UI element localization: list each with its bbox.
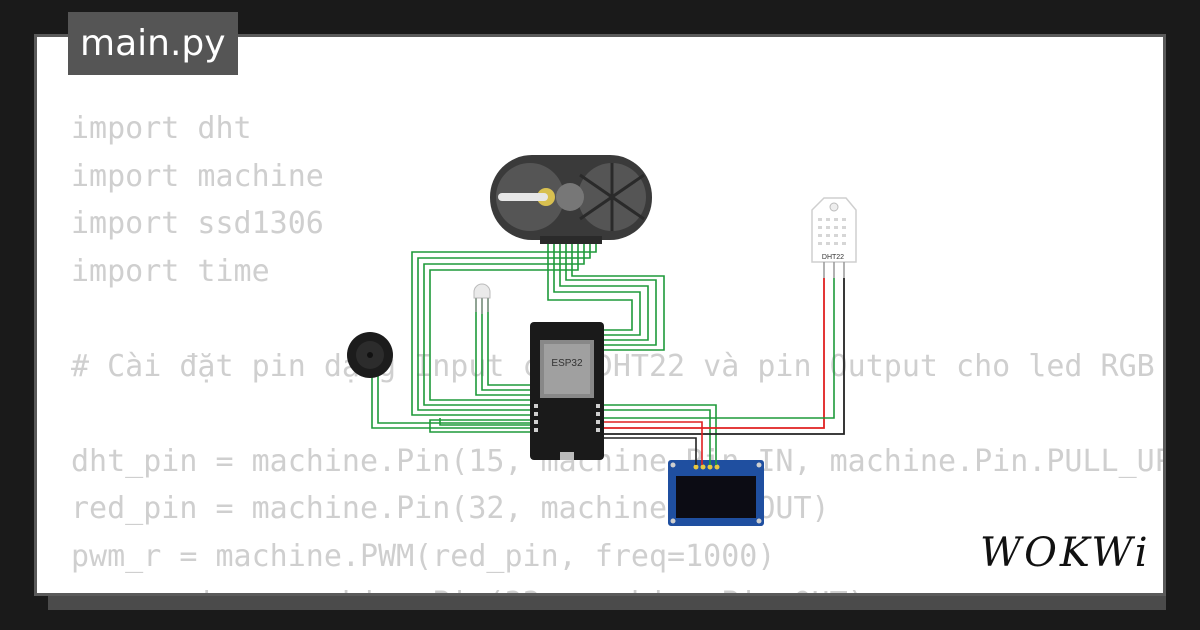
code-line: import dht [71,111,252,146]
servo-motor[interactable] [490,155,652,244]
code-line: import machine [71,158,324,194]
wires-green [371,240,717,445]
code-line: import ssd1306 [71,206,324,241]
wire-oled-black [604,437,697,445]
code-line: green_pin = machine.Pin(33, machine.Pin.… [71,586,866,593]
code-line: pwm_r = machine.PWM(red_pin, freq=1000) [71,538,776,574]
mcu-label: ESP32 [551,358,583,369]
wire-black [604,278,845,435]
esp32-board[interactable]: ESP32 [530,322,604,460]
wokwi-logo: WOKWi [980,530,1151,576]
wire-oled-red [604,421,703,445]
wire-red [604,278,825,429]
bottom-strip [48,596,1166,610]
rgb-led[interactable] [473,283,491,314]
dht22-sensor[interactable]: DHT22 [811,197,857,278]
wire-dht-data [604,278,835,419]
file-tab[interactable]: main.py [68,12,238,75]
sensor-label: DHT22 [822,254,844,261]
buzzer[interactable] [347,332,393,378]
code-preview: import dht import machine import ssd1306… [71,105,1163,593]
code-line: import time [71,253,270,289]
preview-card: import dht import machine import ssd1306… [34,34,1166,596]
oled-display[interactable] [668,445,764,526]
brand-text: WOKWi [980,530,1151,576]
